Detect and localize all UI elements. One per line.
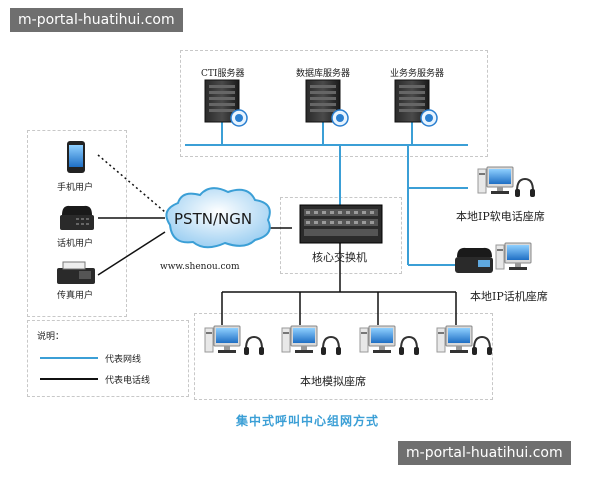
core-switch-label: 核心交换机 [312,251,367,264]
fax-machine-icon [57,261,95,284]
analog-seat-headset-icon [243,336,265,356]
ip-desk-phone-icon [455,247,493,273]
analog-seat-pc-icon [359,325,396,354]
server-label-business: 业务务服务器 [390,69,445,79]
diagram-caption: 集中式呼叫中心组网方式 [236,414,380,428]
analog-seat-pc-icon [204,325,241,354]
analog-seats-box [194,313,493,400]
analog-seat-headset-icon [320,336,342,356]
server-label-database: 数据库服务器 [296,69,351,79]
legend-network-label: 代表网线 [105,355,142,365]
cti-server-icon [204,79,248,127]
user-label-fax: 传真用户 [57,291,94,301]
cloud-label: PSTN/NGN [174,210,253,228]
ip-phone-seat-pc-icon [495,242,532,271]
ip-soft-seat-headset-icon [514,178,536,198]
server-group-box [180,50,488,157]
user-group-box [27,130,127,317]
desk-phone-icon [60,205,94,230]
phone-lines [97,154,457,325]
analog-seat-pc-icon [436,325,473,354]
analog-seat-headset-icon [398,336,420,356]
analog-seat-headset-icon [471,336,493,356]
legend-phone-label: 代表电话线 [105,376,151,386]
legend-box [27,320,189,397]
server-label-cti: CTI服务器 [201,69,245,79]
business-server-icon [394,79,438,127]
analog-seats-label: 本地模拟座席 [300,375,366,388]
website-label: www.shenou.com [160,262,240,272]
user-label-mobile: 手机用户 [57,183,94,193]
ip-soft-seat-pc-icon [477,166,514,195]
legend-title: 说明： [37,332,65,342]
watermark-top: m-portal-huatihui.com [10,8,183,32]
mobile-phone-icon [67,141,85,173]
database-server-icon [305,79,349,127]
watermark-bottom: m-portal-huatihui.com [398,441,571,465]
user-label-desk-phone: 话机用户 [57,239,94,249]
cloud-icon [165,187,271,249]
core-switch-icon [299,204,383,244]
ip-soft-seat-label: 本地IP软电话座席 [456,210,545,223]
analog-seat-pc-icon [281,325,318,354]
ip-phone-seat-label: 本地IP话机座席 [470,290,548,303]
